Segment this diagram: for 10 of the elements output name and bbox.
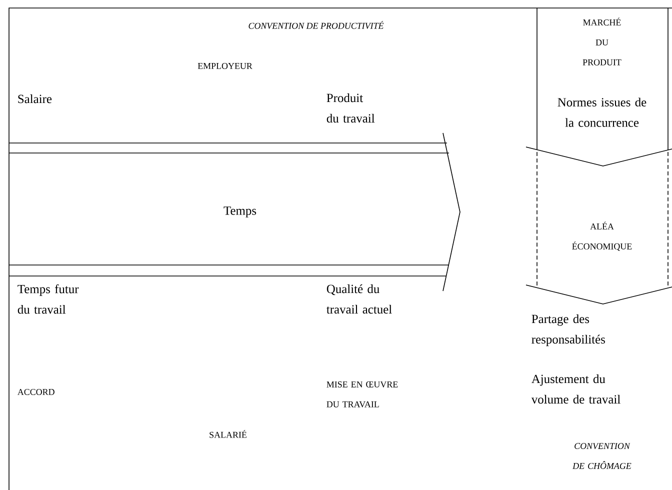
label: SALARIÉ — [210, 430, 246, 438]
label: EMPLOYEUR — [198, 62, 252, 70]
label: Salaire — [18, 94, 52, 104]
label: ACCORD — [18, 388, 54, 395]
label: CONVENTION DE CHÔMAGE — [572, 443, 632, 469]
label: Temps futur du travail — [18, 284, 79, 314]
label: Ajustement du volume de travail — [531, 374, 620, 404]
label: Qualité du travail actuel — [326, 284, 392, 314]
title: CONVENTION DE PRODUCTIVITÉ — [248, 21, 384, 29]
label: MISE EN ŒUVRE DU TRAVAIL — [326, 381, 398, 408]
